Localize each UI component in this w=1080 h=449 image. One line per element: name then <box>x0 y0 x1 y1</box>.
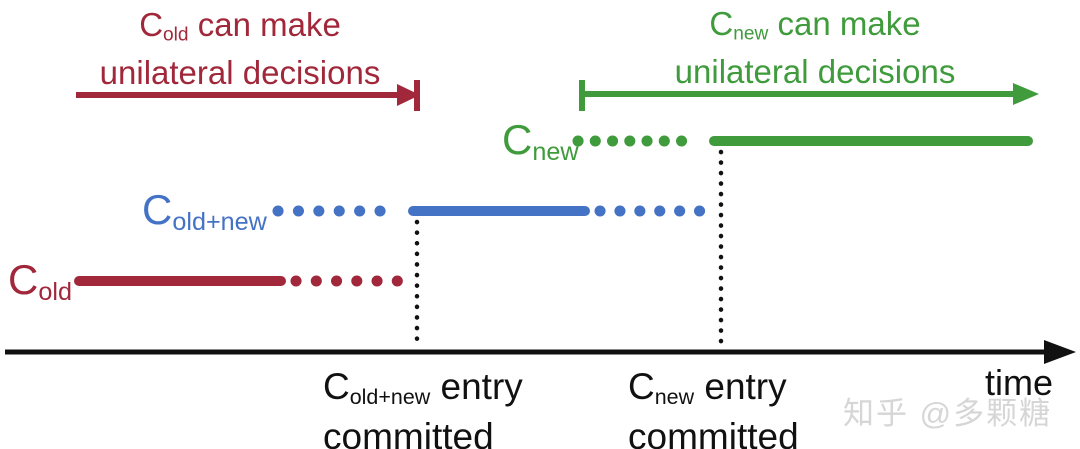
time-axis-label: time <box>985 362 1054 403</box>
cnew-unilateral-line2: unilateral decisions <box>674 52 956 90</box>
coldnew-committed-line2: committed <box>323 416 494 449</box>
cnew-span-arrowhead-icon <box>1013 83 1039 105</box>
zhihu-watermark: 知乎 @多颗糖 <box>843 396 1053 431</box>
cold-unilateral-line1: Cold can make <box>139 6 341 46</box>
cold-row-label: Cold <box>8 256 72 307</box>
cnew-row-label: Cnew <box>502 116 579 167</box>
cnew-unilateral-annotation: Cnew can make unilateral decisions <box>630 5 1000 90</box>
coldnew-committed-line1: Cold+new entry <box>323 366 523 410</box>
cold-span-arrowhead-icon <box>397 84 420 106</box>
coldnew-row-label: Cold+new <box>142 186 267 237</box>
cnew-committed-line1: Cnew entry <box>628 366 787 410</box>
cold-unilateral-annotation: Cold can make unilateral decisions <box>55 6 425 91</box>
time-axis-arrowhead-icon <box>1044 340 1076 364</box>
cnew-unilateral-line1: Cnew can make <box>709 5 921 45</box>
cnew-committed-line2: committed <box>628 416 799 449</box>
cnew-committed-caption: Cnew entry committed <box>628 367 799 449</box>
coldnew-committed-caption: Cold+new entry committed <box>323 367 523 449</box>
cold-unilateral-line2: unilateral decisions <box>99 53 381 91</box>
